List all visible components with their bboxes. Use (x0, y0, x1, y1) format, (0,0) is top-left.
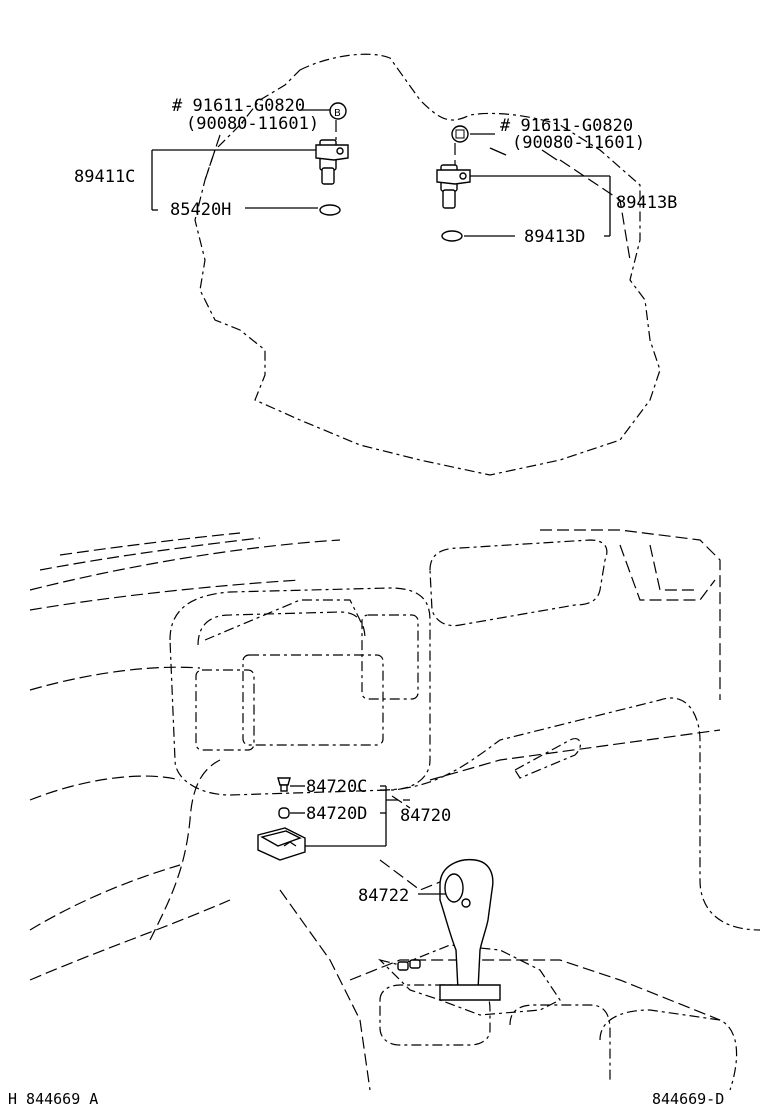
label-84720C: 84720C (306, 777, 367, 797)
bracket-84720 (290, 785, 411, 847)
knob-84720C-icon (277, 777, 291, 792)
dash-leader-4 (204, 134, 221, 181)
dash-leader-3 (559, 159, 631, 261)
o-ring-left-icon (319, 204, 341, 216)
ref-left-line1: # 91611-G0820 (172, 96, 305, 116)
cap-84720D-icon (278, 807, 290, 819)
label-84720D: 84720D (306, 804, 367, 824)
leader-right-ref-2 (541, 149, 558, 161)
label-89413D: 89413D (524, 227, 585, 247)
speed-sensor-left-icon (315, 139, 349, 185)
label-89413B: 89413B (616, 193, 677, 213)
bolt-right-icon (451, 125, 469, 143)
ref-right-line1: # 91611-G0820 (500, 116, 633, 136)
svg-text:B: B (334, 108, 341, 119)
footer-left-code: H 844669 A (8, 1090, 98, 1108)
leader-right-ref (489, 147, 507, 156)
bracket-89413B (464, 175, 611, 237)
switch-84720-icon (257, 827, 306, 861)
shift-knob-icon (397, 858, 501, 1001)
label-84722: 84722 (358, 886, 409, 906)
transmission-outline (194, 53, 661, 476)
ref-right-line2: (90080-11601) (512, 133, 645, 153)
speed-sensor-right-icon (436, 164, 471, 209)
o-ring-right-icon (441, 230, 463, 242)
bracket-89411C (151, 149, 318, 211)
dashboard-outline (29, 529, 760, 1091)
footer-right-code: 844669-D (652, 1090, 724, 1108)
bolt-left-icon: B (329, 102, 347, 120)
label-85420H: 85420H (170, 200, 231, 220)
label-89411C: 89411C (74, 167, 135, 187)
ref-left-line2: (90080-11601) (186, 114, 319, 134)
label-84720: 84720 (400, 806, 451, 826)
